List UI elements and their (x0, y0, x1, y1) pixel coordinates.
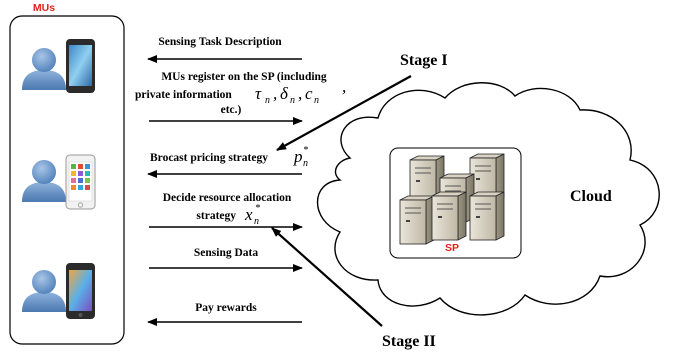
mobile-user-1 (22, 39, 95, 93)
server-tower-icon (399, 195, 435, 245)
label-register-line2: private information (135, 89, 232, 101)
sp-label: SP (445, 242, 459, 254)
cloud-label: Cloud (570, 188, 612, 205)
smartphone-icon (66, 263, 95, 319)
mus-title: MUs (33, 2, 55, 14)
label-pricing: Brocast pricing strategy (150, 152, 268, 164)
math-comma-2: , (298, 84, 302, 103)
label-allocation-line1: Decide resource allocation (163, 192, 292, 204)
math-tau: τ (255, 84, 262, 103)
math-p: p (293, 147, 303, 166)
pricing-math: p n * (293, 145, 308, 169)
math-delta-sub: n (290, 95, 295, 106)
allocation-math: x n * (244, 203, 260, 227)
user-avatar-icon (22, 160, 66, 202)
smartphone-icon (66, 39, 95, 93)
math-delta: δ (280, 84, 289, 103)
mobile-user-3 (22, 263, 95, 319)
server-tower-icon (431, 191, 467, 241)
label-register-line3: etc.) (221, 104, 242, 116)
math-x-sup: * (255, 203, 260, 214)
math-x-sub: n (254, 216, 259, 227)
server-tower-icon (469, 191, 505, 241)
stage-1-label: Stage I (400, 52, 448, 69)
label-sensing-data: Sensing Data (194, 247, 258, 259)
math-p-sup: * (303, 145, 308, 156)
label-pay-rewards: Pay rewards (195, 302, 257, 314)
stage-2-pointer (271, 227, 383, 327)
math-tau-sub: n (265, 95, 270, 106)
smartphone-icon (65, 154, 96, 210)
stage-2-label: Stage II (382, 333, 436, 350)
mus-group-box (9, 15, 125, 345)
math-x: x (244, 205, 253, 224)
label-allocation-line2: strategy (196, 210, 236, 222)
mobile-user-2 (22, 154, 96, 210)
label-sensing-task-description: Sensing Task Description (158, 36, 282, 48)
math-comma-1: , (273, 84, 277, 103)
user-avatar-icon (22, 270, 66, 312)
user-avatar-icon (22, 48, 66, 90)
server-cluster-icon (399, 153, 505, 245)
label-register-line1: MUs register on the SP (including (161, 71, 327, 83)
math-p-sub: n (303, 158, 308, 169)
math-c: c (305, 84, 313, 103)
math-comma-3: , (342, 77, 346, 96)
private-info-math: τ n , δ n , c n , (255, 77, 346, 106)
math-c-sub: n (314, 95, 319, 106)
stage-1-pointer (276, 75, 412, 151)
